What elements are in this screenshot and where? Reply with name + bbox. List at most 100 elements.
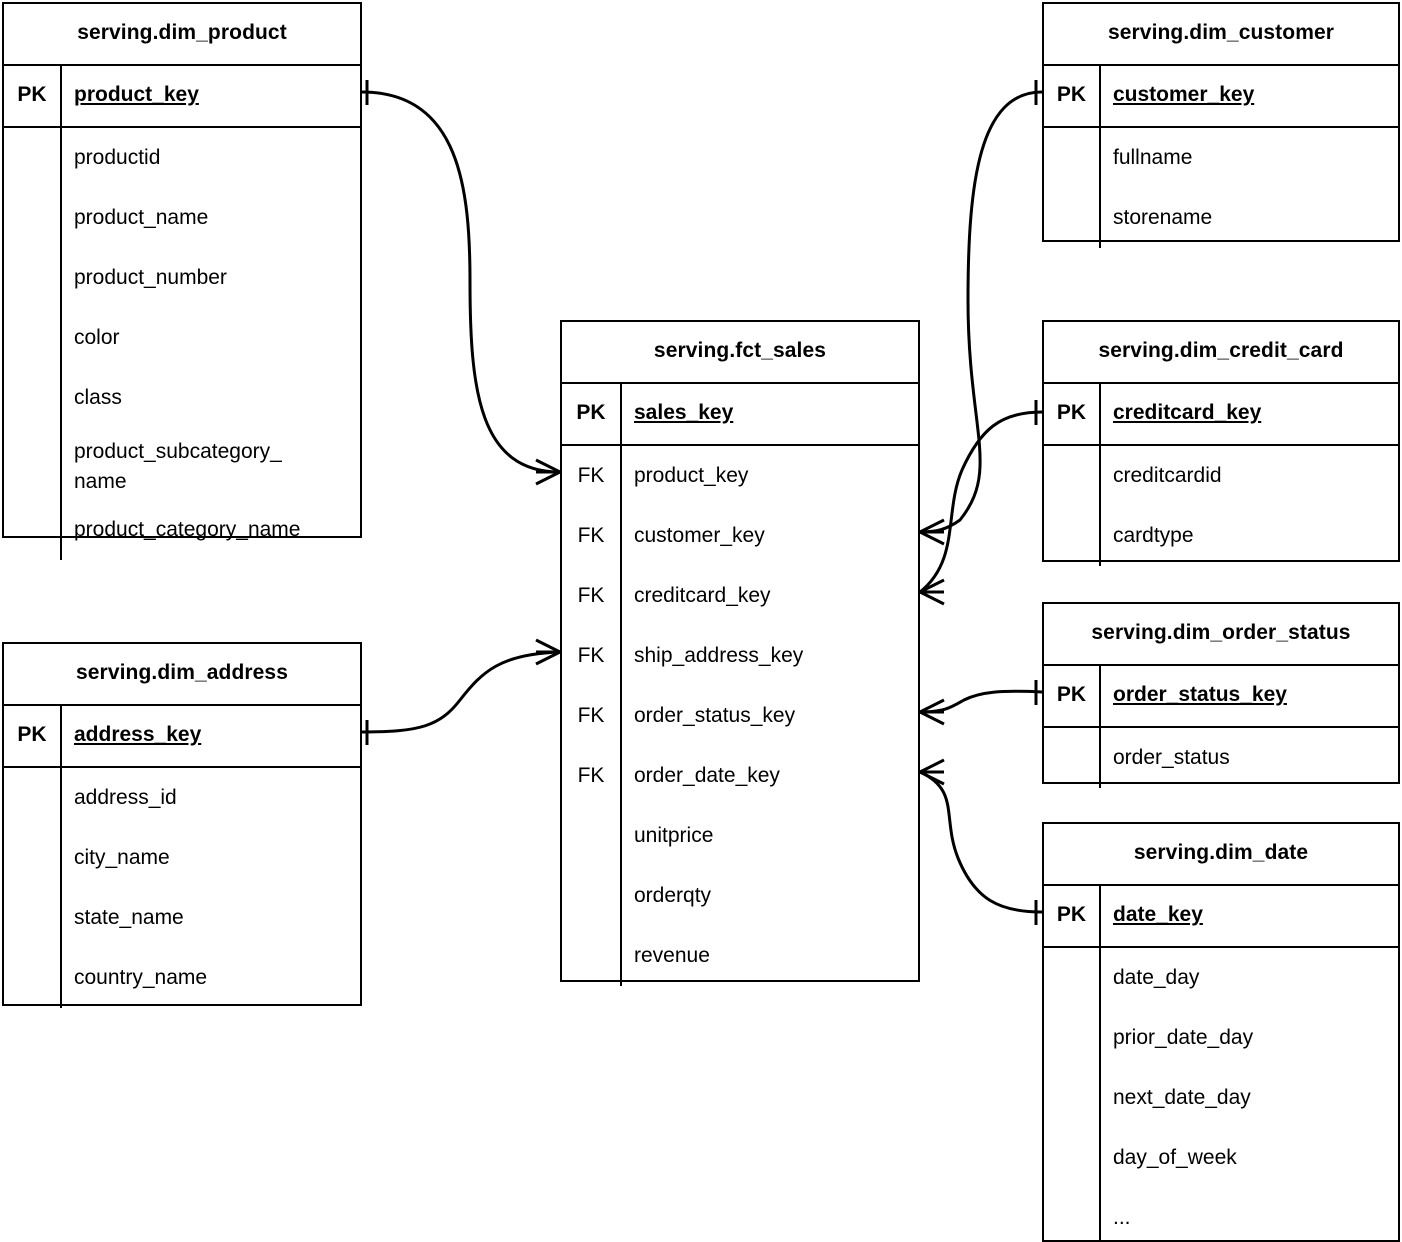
pk-field-name: product_key [74,83,199,106]
pk-field-name: address_key [74,723,202,746]
attribute-row[interactable]: FK customer_key [562,506,918,566]
attribute-row[interactable]: product_number [4,248,360,308]
key-label: FK [562,446,622,506]
key-label: PK [562,384,622,444]
attribute-row[interactable]: color [4,308,360,368]
key-label: FK [562,686,622,746]
pk-field-name: order_status_key [1113,683,1287,706]
pk-row[interactable]: PK customer_key [1044,66,1398,128]
pk-row[interactable]: PK address_key [4,706,360,768]
entity-title: serving.dim_address [4,644,360,706]
attribute-row[interactable]: orderqty [562,866,918,926]
key-label [4,428,62,500]
key-label: FK [562,506,622,566]
field-name: class [74,386,122,409]
key-label [4,768,62,828]
key-label: FK [562,746,622,806]
pk-row[interactable]: PK order_status_key [1044,666,1398,728]
key-label: PK [1044,66,1101,126]
pk-row[interactable]: PK product_key [4,66,360,128]
field-name: order_status_key [634,704,796,727]
key-label [1044,188,1101,248]
field-name: product_number [74,266,227,289]
entity-dim-customer[interactable]: serving.dim_customer PK customer_key ful… [1042,2,1400,248]
pk-field-name: date_key [1113,903,1203,926]
attribute-row[interactable]: date_day [1044,948,1398,1008]
attribute-row[interactable]: country_name [4,948,360,1008]
key-label [4,128,62,188]
field-name: address_id [74,786,177,809]
entity-title: serving.fct_sales [562,322,918,384]
entity-fct-sales[interactable]: serving.fct_sales PK sales_key FK produc… [560,320,920,986]
attribute-row[interactable]: product_name [4,188,360,248]
attribute-row[interactable]: FK product_key [562,446,918,506]
key-label [1044,948,1101,1008]
attribute-row[interactable]: creditcardid [1044,446,1398,506]
field-name: prior_date_day [1113,1026,1254,1049]
field-name: productid [74,146,161,169]
field-name: storename [1113,206,1213,229]
entity-dim-credit-card[interactable]: serving.dim_credit_card PK creditcard_ke… [1042,320,1400,566]
attribute-row[interactable]: day_of_week [1044,1128,1398,1188]
entity-dim-address[interactable]: serving.dim_address PK address_key addre… [2,642,362,1008]
key-label: PK [1044,886,1101,946]
field-name: creditcardid [1113,464,1222,487]
attribute-row[interactable]: next_date_day [1044,1068,1398,1128]
relationship-creditcard-sales [919,400,1043,606]
field-name: product_name [74,206,209,229]
pk-row[interactable]: PK creditcard_key [1044,384,1398,446]
key-label: FK [562,566,622,626]
key-label [4,188,62,248]
pk-row[interactable]: PK sales_key [562,384,918,446]
attribute-row[interactable]: address_id [4,768,360,828]
attribute-row[interactable]: unitprice [562,806,918,866]
entity-title: serving.dim_customer [1044,4,1398,66]
key-label [4,368,62,428]
attribute-row[interactable]: cardtype [1044,506,1398,566]
key-label [1044,1008,1101,1068]
key-label [1044,728,1101,788]
relationship-customer-sales [919,80,1043,546]
key-label [4,308,62,368]
entity-dim-order-status[interactable]: serving.dim_order_status PK order_status… [1042,602,1400,788]
relationship-address-sales [361,638,561,745]
key-label [4,248,62,308]
field-name: creditcard_key [634,584,771,607]
attribute-row[interactable]: storename [1044,188,1398,248]
attribute-row[interactable]: FK creditcard_key [562,566,918,626]
attribute-row[interactable]: productid [4,128,360,188]
field-name: day_of_week [1113,1146,1237,1169]
attribute-row[interactable]: order_status [1044,728,1398,788]
attribute-row[interactable]: FK ship_address_key [562,626,918,686]
attribute-row[interactable]: FK order_status_key [562,686,918,746]
field-name: state_name [74,906,184,929]
attribute-row[interactable]: fullname [1044,128,1398,188]
attribute-row[interactable]: FK order_date_key [562,746,918,806]
pk-field-name: customer_key [1113,83,1255,106]
attribute-row[interactable]: product_category_name [4,500,360,560]
field-name: next_date_day [1113,1086,1251,1109]
attribute-row[interactable]: city_name [4,828,360,888]
attribute-row[interactable]: product_subcategory_ name [4,428,360,500]
field-name: ... [1113,1206,1131,1229]
field-name: cardtype [1113,524,1194,547]
pk-row[interactable]: PK date_key [1044,886,1398,948]
entity-title: serving.dim_product [4,4,360,66]
attribute-row[interactable]: prior_date_day [1044,1008,1398,1068]
key-label [1044,1068,1101,1128]
attribute-row[interactable]: revenue [562,926,918,986]
key-label [4,948,62,1008]
entity-dim-date[interactable]: serving.dim_date PK date_key date_day pr… [1042,822,1400,1242]
key-label [562,806,622,866]
key-label [4,828,62,888]
entity-title: serving.dim_date [1044,824,1398,886]
pk-field-name: sales_key [634,401,734,424]
attribute-row[interactable]: ... [1044,1188,1398,1242]
entity-dim-product[interactable]: serving.dim_product PK product_key produ… [2,2,362,560]
attribute-row[interactable]: class [4,368,360,428]
entity-title: serving.dim_order_status [1044,604,1398,666]
key-label [1044,1188,1101,1242]
attribute-row[interactable]: state_name [4,888,360,948]
field-name: product_category_name [74,518,301,541]
